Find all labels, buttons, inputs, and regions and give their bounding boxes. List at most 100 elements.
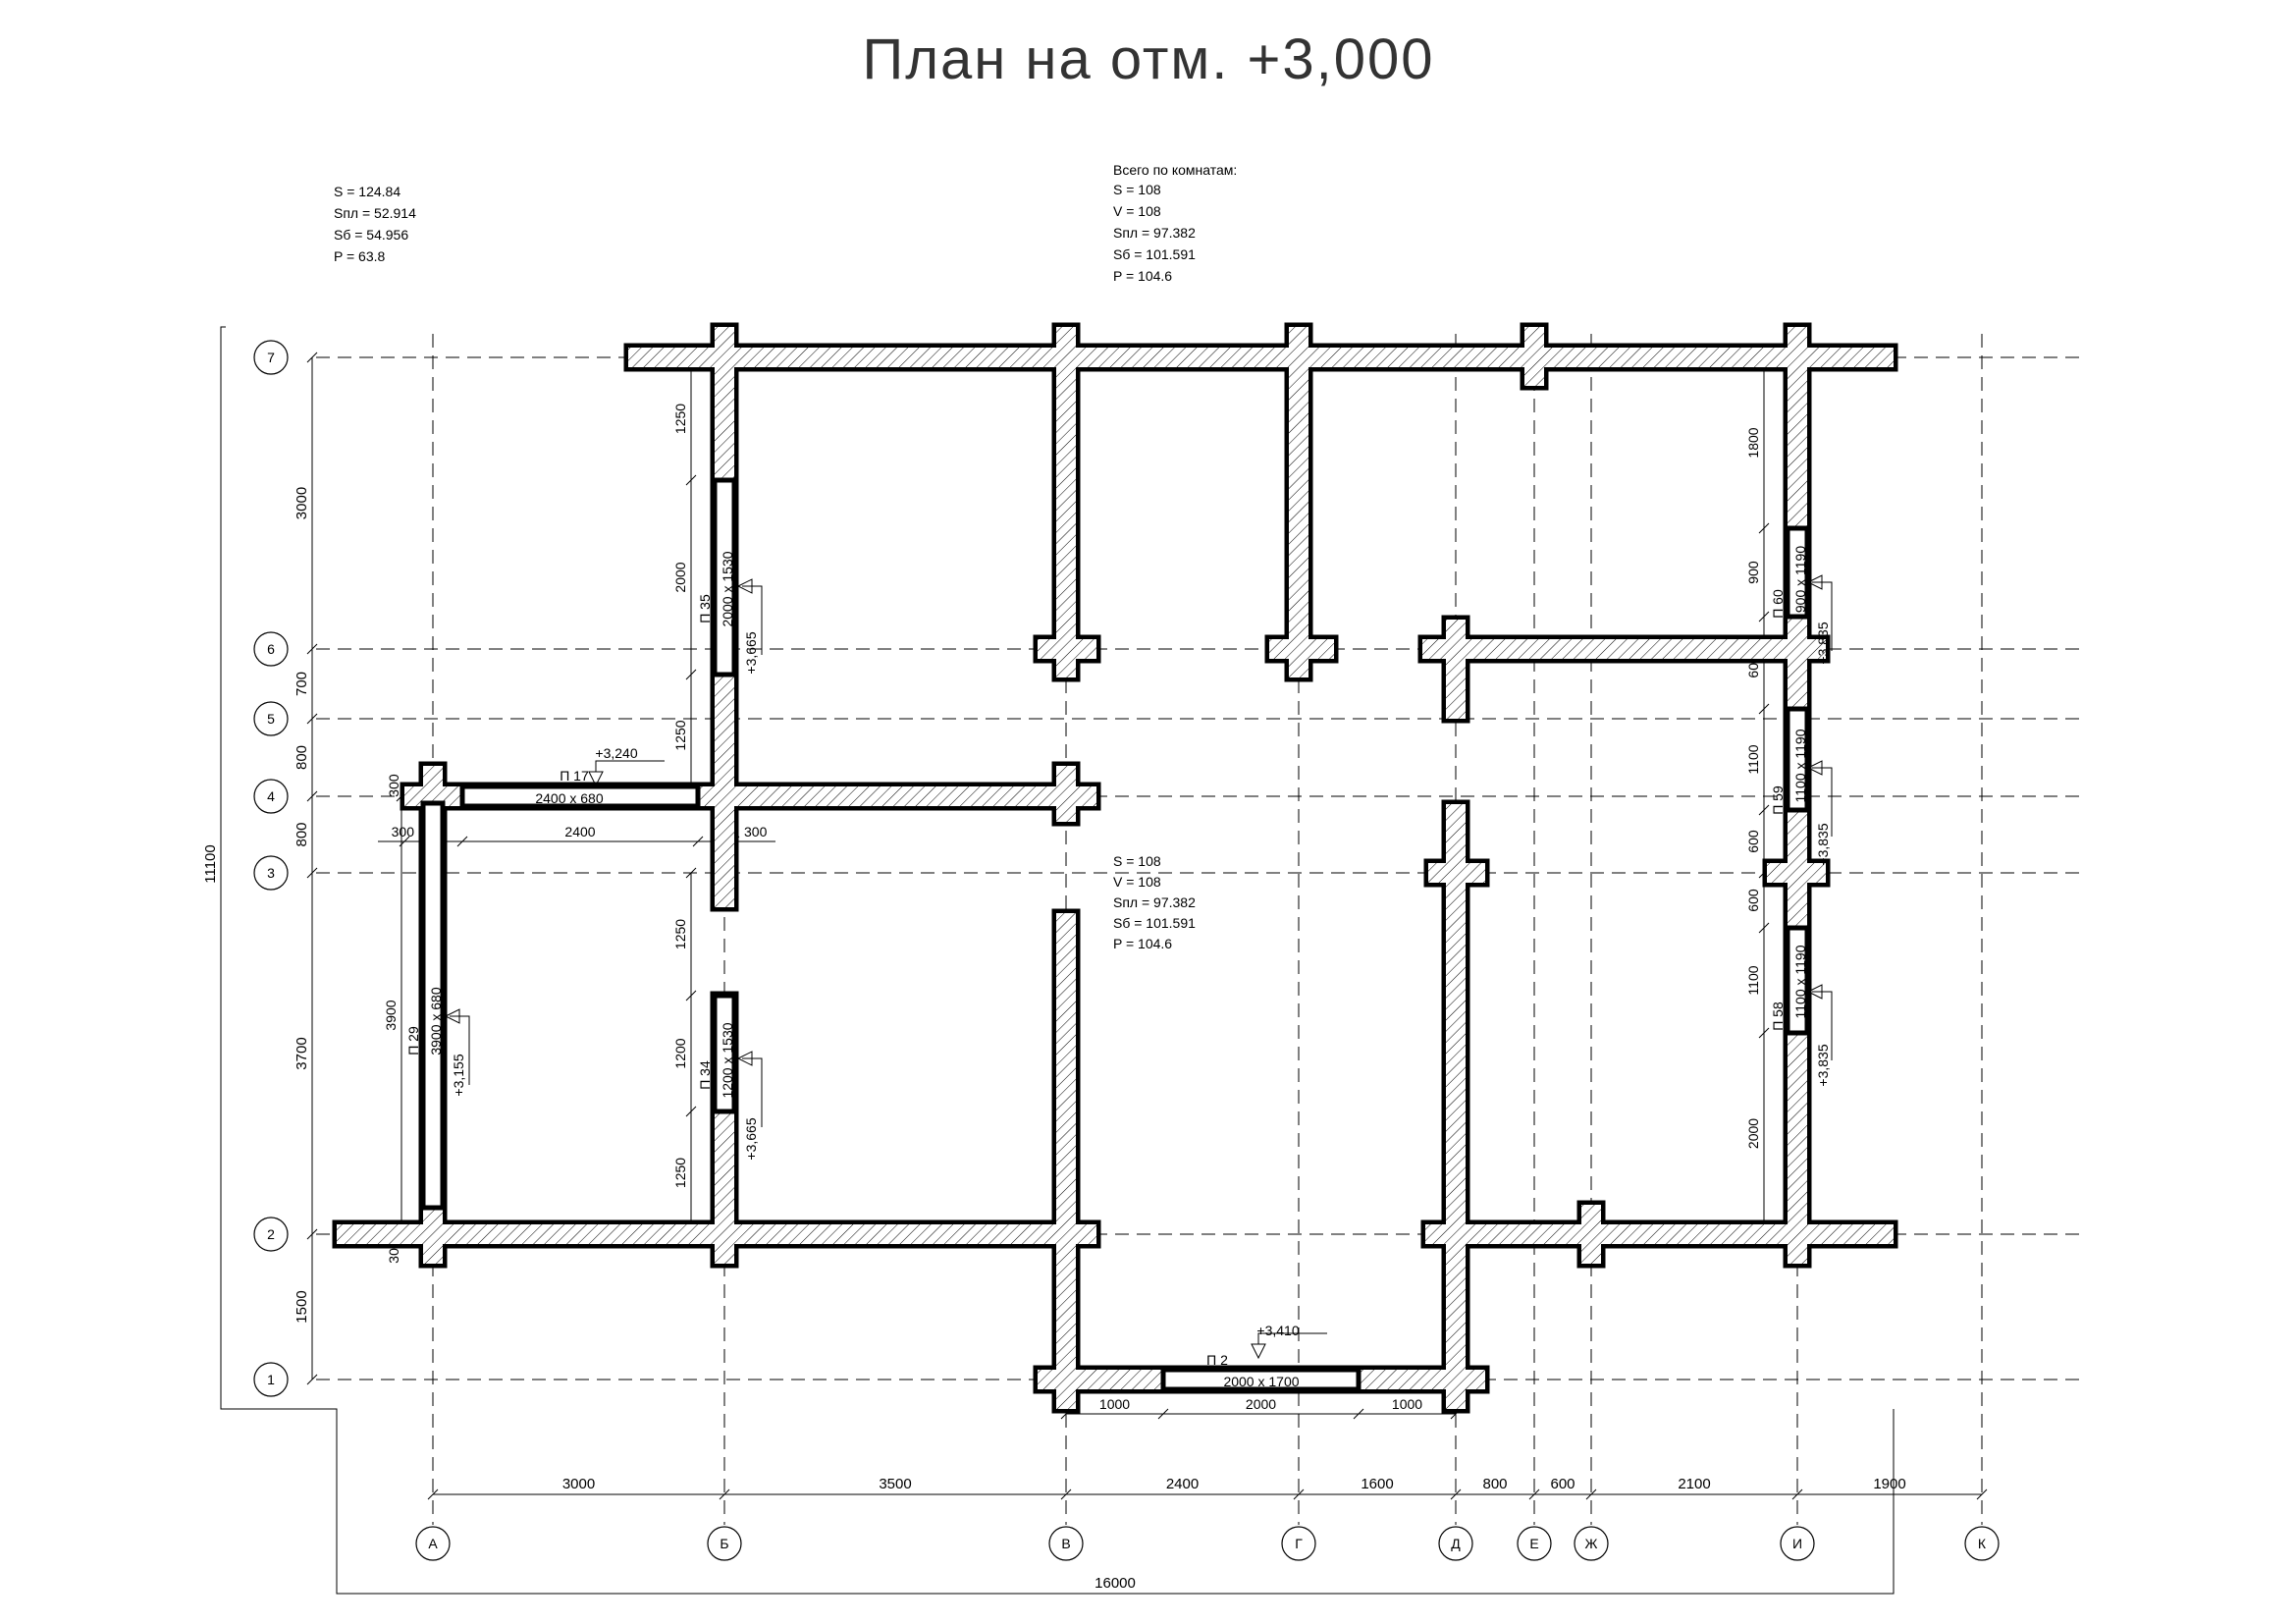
wall-hatch bbox=[1425, 1224, 1894, 1244]
dimension-text-wall-i: 900 bbox=[1745, 561, 1761, 584]
level-leader bbox=[1257, 1332, 1327, 1344]
axis-label-row: 1 bbox=[267, 1372, 275, 1387]
axis-label-column: Г bbox=[1295, 1536, 1303, 1551]
summary-line: Sб = 101.591 bbox=[1113, 246, 1196, 262]
overall-dimension-line bbox=[220, 326, 1895, 1595]
axis-bubble-column bbox=[707, 1526, 742, 1561]
opening-mark: П 60 bbox=[1770, 589, 1786, 619]
dimension-text: 2400 bbox=[1166, 1476, 1199, 1492]
dimension-tick bbox=[692, 836, 704, 847]
opening-size: 1100 x 1190 bbox=[1792, 945, 1808, 1018]
wall-hatch bbox=[1446, 620, 1466, 719]
dimension-tick bbox=[719, 1489, 730, 1500]
wall-hatch bbox=[1422, 639, 1826, 659]
summary-line: S = 108 bbox=[1113, 182, 1161, 197]
dimension-text: 2100 bbox=[1678, 1476, 1710, 1492]
dimension-tick bbox=[306, 1374, 318, 1385]
dimension-text: 3700 bbox=[294, 1037, 310, 1069]
opening-size: 2000 x 1530 bbox=[720, 551, 735, 626]
room-label-line: Sб = 101.591 bbox=[1113, 915, 1196, 931]
axis-label-column: В bbox=[1061, 1536, 1070, 1551]
dimension-text: 1900 bbox=[1873, 1476, 1905, 1492]
opening-mark: П 59 bbox=[1770, 785, 1786, 815]
dimension-text-axis4: 300 bbox=[744, 824, 768, 839]
opening-level: +3,835 bbox=[1815, 1044, 1831, 1086]
wall-hatch bbox=[1524, 327, 1544, 386]
dimension-text-wall-i: 600 bbox=[1745, 830, 1761, 853]
dimension-tick bbox=[1060, 1489, 1072, 1500]
dimension-text-total: 16000 bbox=[1095, 1575, 1136, 1592]
room-label-line: V = 108 bbox=[1113, 874, 1161, 890]
level-marker-icon bbox=[1251, 1343, 1266, 1360]
wall-hatch bbox=[1056, 766, 1076, 822]
dimension-text-wall-i: 1100 bbox=[1745, 965, 1761, 995]
axis-bubble-column bbox=[1964, 1526, 2000, 1561]
dimension-tick bbox=[1758, 1027, 1770, 1039]
summary-line: S = 124.84 bbox=[334, 184, 400, 199]
dimension-text-wall-a: 3900 bbox=[383, 1000, 399, 1030]
opening-size: 2400 x 680 bbox=[535, 790, 603, 806]
axis-bubble-row bbox=[253, 855, 289, 891]
dimension-tick bbox=[1758, 611, 1770, 623]
opening-mark: П 29 bbox=[405, 1026, 421, 1056]
axis-bubble-column bbox=[1780, 1526, 1815, 1561]
opening-frame bbox=[420, 800, 446, 1211]
dimension-text-total: 11100 bbox=[202, 844, 219, 884]
dimension-text: 1500 bbox=[294, 1290, 310, 1323]
opening-frame bbox=[712, 477, 737, 677]
dimension-tick bbox=[1976, 1489, 1988, 1500]
axis-label-column: И bbox=[1792, 1536, 1802, 1551]
dimension-tick bbox=[1758, 804, 1770, 816]
dimension-tick bbox=[306, 643, 318, 655]
dimension-tick bbox=[306, 352, 318, 363]
dimension-tick bbox=[1791, 1489, 1803, 1500]
axis-label-column: Б bbox=[720, 1536, 728, 1551]
summary-line: Sб = 54.956 bbox=[334, 227, 408, 243]
opening-frame bbox=[1785, 925, 1810, 1036]
room-label-line: Sпл = 97.382 bbox=[1113, 894, 1196, 910]
dimension-tick bbox=[685, 990, 697, 1001]
room-label-line: S = 108 bbox=[1113, 853, 1161, 869]
dimension-tick bbox=[1528, 1489, 1540, 1500]
room-label-line: P = 104.6 bbox=[1113, 936, 1172, 951]
dimension-tick bbox=[685, 867, 697, 879]
dimension-tick bbox=[306, 790, 318, 802]
dimension-text-axis4: 2400 bbox=[564, 824, 595, 839]
opening-size: 1100 x 1190 bbox=[1792, 729, 1808, 802]
dimension-text-wall-b: 1250 bbox=[672, 919, 688, 949]
level-leader bbox=[742, 1057, 763, 1127]
dimension-tick bbox=[1585, 1489, 1597, 1500]
dimension-text-axis1: 1000 bbox=[1392, 1396, 1422, 1412]
dimension-text: 800 bbox=[1482, 1476, 1507, 1492]
opening-frame bbox=[712, 993, 737, 1114]
level-leader bbox=[450, 1015, 470, 1085]
axis-bubble-row bbox=[253, 779, 289, 814]
dimension-tick bbox=[306, 867, 318, 879]
dimension-tick bbox=[306, 1228, 318, 1240]
opening-size: 3900 x 680 bbox=[428, 987, 444, 1055]
axis-bubble-row bbox=[253, 340, 289, 375]
summary-line: Sпл = 52.914 bbox=[334, 205, 416, 221]
dimension-tick bbox=[1157, 1408, 1169, 1420]
wall-hatch bbox=[1056, 327, 1076, 677]
opening-size: 900 x 1190 bbox=[1792, 546, 1808, 613]
dimension-text-wall-a: 300 bbox=[386, 774, 401, 797]
axis-bubble-row bbox=[253, 1217, 289, 1252]
axis-bubble-column bbox=[1048, 1526, 1084, 1561]
dimension-text: 3000 bbox=[562, 1476, 595, 1492]
dimension-text-wall-i: 2000 bbox=[1745, 1118, 1761, 1149]
wall-hatch bbox=[1767, 863, 1826, 883]
dimension-tick bbox=[685, 1106, 697, 1117]
dimension-text-wall-b: 1250 bbox=[672, 720, 688, 750]
dimension-tick bbox=[427, 1489, 439, 1500]
